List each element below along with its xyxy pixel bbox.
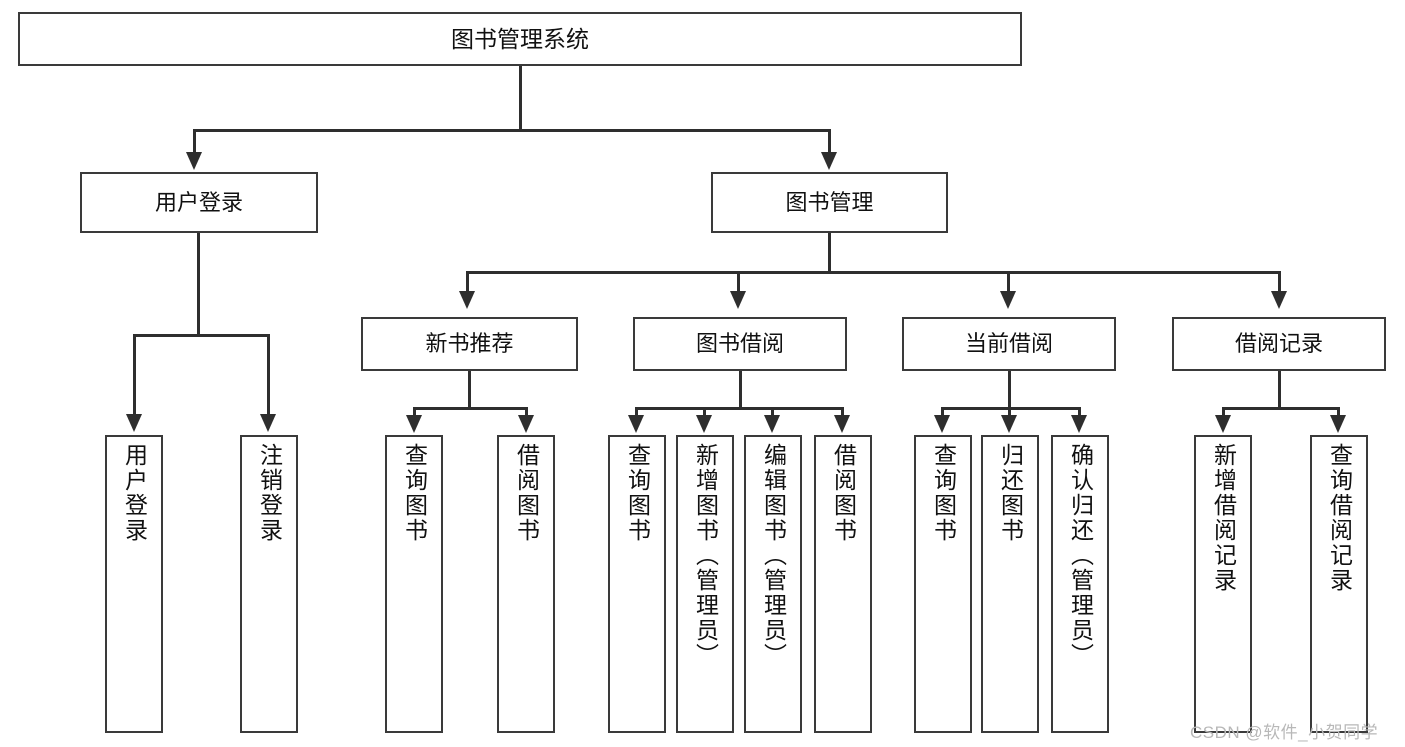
edge-level2-drop-2 [737, 271, 740, 293]
edge-user-login-drop-1 [133, 334, 136, 416]
node-book-management[interactable]: 图书管理 [711, 172, 948, 233]
node-label: 编辑图书（管理员） [760, 443, 787, 668]
edge-current-borrow-drop-2 [1008, 407, 1011, 417]
leaf-borrow-borrow-book[interactable]: 借阅图书 [814, 435, 872, 733]
edge-user-login-drop-2 [267, 334, 270, 416]
arrow-leaf-confirm-return [1071, 415, 1087, 433]
arrow-to-borrow-record [1271, 291, 1287, 309]
edge-root-stem [519, 66, 522, 131]
node-label: 借阅图书 [513, 443, 540, 543]
arrow-to-new-book-recommend [459, 291, 475, 309]
node-label: 用户登录 [121, 443, 148, 543]
edge-book-manage-stem [828, 233, 831, 273]
edge-borrow-record-bar [1222, 407, 1340, 410]
node-label: 确认归还（管理员） [1067, 443, 1094, 668]
node-root-system[interactable]: 图书管理系统 [18, 12, 1022, 66]
arrow-leaf-add-book [696, 415, 712, 433]
node-label: 查询图书 [624, 443, 651, 543]
node-label: 查询图书 [930, 443, 957, 543]
leaf-return-book[interactable]: 归还图书 [981, 435, 1039, 733]
node-borrow-record[interactable]: 借阅记录 [1172, 317, 1386, 371]
edge-book-borrow-bar [635, 407, 844, 410]
edge-book-borrow-drop-3 [771, 407, 774, 417]
node-current-borrow[interactable]: 当前借阅 [902, 317, 1116, 371]
node-label: 借阅记录 [1234, 331, 1323, 357]
arrow-to-book-borrow [730, 291, 746, 309]
node-label: 图书管理 [785, 189, 874, 215]
node-label: 查询图书 [401, 443, 428, 543]
edge-level2-drop-1 [466, 271, 469, 293]
edge-book-borrow-drop-2 [703, 407, 706, 417]
edge-new-book-bar [413, 407, 528, 410]
node-label: 注销登录 [256, 443, 283, 543]
edge-book-borrow-drop-1 [635, 407, 638, 417]
edge-book-borrow-drop-4 [841, 407, 844, 417]
arrow-leaf-add-record [1215, 415, 1231, 433]
arrow-leaf-query-book-1 [406, 415, 422, 433]
arrow-leaf-edit-book [764, 415, 780, 433]
edge-borrow-record-stem [1278, 371, 1281, 409]
leaf-add-borrow-record[interactable]: 新增借阅记录 [1194, 435, 1252, 733]
edge-current-borrow-drop-3 [1078, 407, 1081, 417]
csdn-watermark: CSDN @软件_小贺同学 [1190, 723, 1379, 742]
edge-to-user-login [193, 129, 196, 154]
node-label: 当前借阅 [964, 331, 1053, 357]
node-label: 图书借阅 [695, 331, 784, 357]
node-label: 归还图书 [997, 443, 1024, 543]
arrow-to-current-borrow [1000, 291, 1016, 309]
arrow-leaf-user-login [126, 414, 142, 432]
arrow-leaf-logout [260, 414, 276, 432]
arrow-leaf-borrow-book-1 [518, 415, 534, 433]
edge-book-borrow-stem [739, 371, 742, 409]
arrow-leaf-query-book-3 [934, 415, 950, 433]
arrow-leaf-query-record [1330, 415, 1346, 433]
arrow-leaf-borrow-book-2 [834, 415, 850, 433]
edge-to-book-manage [828, 129, 831, 154]
edge-user-login-stem [197, 233, 200, 336]
edge-borrow-record-drop-1 [1222, 407, 1225, 417]
node-label: 借阅图书 [830, 443, 857, 543]
leaf-add-book-admin[interactable]: 新增图书（管理员） [676, 435, 734, 733]
edge-level2-drop-3 [1007, 271, 1010, 293]
node-user-login[interactable]: 用户登录 [80, 172, 318, 233]
leaf-recommend-query-book[interactable]: 查询图书 [385, 435, 443, 733]
edge-user-login-bar [133, 334, 270, 337]
leaf-edit-book-admin[interactable]: 编辑图书（管理员） [744, 435, 802, 733]
arrow-to-user-login [186, 152, 202, 170]
leaf-borrow-query-book[interactable]: 查询图书 [608, 435, 666, 733]
arrow-leaf-query-book-2 [628, 415, 644, 433]
arrow-to-book-manage [821, 152, 837, 170]
arrow-leaf-return-book [1001, 415, 1017, 433]
edge-level2-bar [466, 271, 1281, 274]
edge-current-borrow-bar [941, 407, 1081, 410]
node-label: 图书管理系统 [451, 25, 589, 52]
leaf-recommend-borrow-book[interactable]: 借阅图书 [497, 435, 555, 733]
edge-borrow-record-drop-2 [1337, 407, 1340, 417]
leaf-query-borrow-record[interactable]: 查询借阅记录 [1310, 435, 1368, 733]
node-label: 新增借阅记录 [1210, 443, 1237, 593]
edge-current-borrow-stem [1008, 371, 1011, 409]
edge-level2-drop-4 [1278, 271, 1281, 293]
node-label: 查询借阅记录 [1326, 443, 1353, 593]
node-label: 新书推荐 [425, 331, 514, 357]
node-label: 用户登录 [154, 189, 243, 215]
node-label: 新增图书（管理员） [692, 443, 719, 668]
edge-current-borrow-drop-1 [941, 407, 944, 417]
edge-new-book-drop-2 [525, 407, 528, 417]
edge-new-book-stem [468, 371, 471, 409]
leaf-confirm-return-admin[interactable]: 确认归还（管理员） [1051, 435, 1109, 733]
node-new-book-recommend[interactable]: 新书推荐 [361, 317, 578, 371]
leaf-logout[interactable]: 注销登录 [240, 435, 298, 733]
edge-level1-bar [193, 129, 831, 132]
edge-new-book-drop-1 [413, 407, 416, 417]
node-book-borrow[interactable]: 图书借阅 [633, 317, 847, 371]
leaf-user-login[interactable]: 用户登录 [105, 435, 163, 733]
leaf-current-query-book[interactable]: 查询图书 [914, 435, 972, 733]
